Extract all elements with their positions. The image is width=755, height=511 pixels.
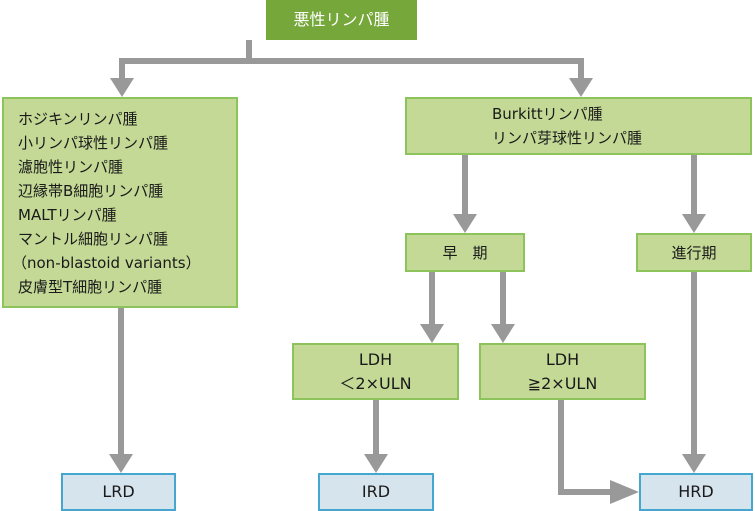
early-stage-node: 早 期 [405,233,525,272]
arrowhead-ldh-high [491,324,515,343]
outcome-hrd-label: HRD [678,482,714,501]
left-group-item: 小リンパ球性リンパ腫 [18,133,169,152]
arrowhead-ird [364,454,388,473]
arrowhead-hrd-side [610,480,639,504]
ldh-low-node: LDH ＜2×ULN [292,343,459,400]
left-group-item: マントル細胞リンパ腫 [18,229,169,248]
outcome-lrd: LRD [61,473,176,511]
left-group-item: （non-blastoid variants） [12,253,201,272]
left-group-item: 濾胞性リンパ腫 [18,157,124,176]
arrowhead-advanced [682,214,706,233]
ldh-low-line: LDH [358,349,393,369]
arrowhead-right-group [569,78,593,97]
right-group-node: Burkittリンパ腫 リンパ芽球性リンパ腫 [405,97,752,155]
arrowhead-hrd-top [682,454,706,473]
advanced-stage-label: 進行期 [671,243,717,262]
arrowhead-left-group [110,78,134,97]
advanced-stage-node: 進行期 [636,233,752,272]
ldh-low-line: ＜2×ULN [339,373,412,393]
outcome-hrd: HRD [639,473,753,511]
left-group-item: MALTリンパ腫 [18,205,117,224]
outcome-lrd-label: LRD [102,482,135,501]
arrowhead-early [453,214,477,233]
ldh-high-node: LDH ≧2×ULN [479,343,646,400]
left-group-item: ホジキンリンパ腫 [18,109,138,128]
left-group-item: 辺縁帯B細胞リンパ腫 [18,181,164,200]
connector-ldh-high-to-hrd [558,400,614,495]
arrowhead-ldh-low [420,324,444,343]
left-group-node: ホジキンリンパ腫 小リンパ球性リンパ腫 濾胞性リンパ腫 辺縁帯B細胞リンパ腫 M… [2,97,238,308]
right-group-item: リンパ芽球性リンパ腫 [492,129,643,147]
root-node-malignant-lymphoma: 悪性リンパ腫 [266,0,417,40]
arrowhead-lrd [109,454,133,473]
outcome-ird-label: IRD [361,482,391,501]
ldh-high-line: ≧2×ULN [527,373,598,393]
outcome-ird: IRD [318,473,434,511]
left-group-item: 皮膚型T細胞リンパ腫 [18,277,163,296]
early-stage-label: 早 期 [442,243,488,262]
ldh-high-line: LDH [545,349,580,369]
right-group-item: Burkittリンパ腫 [492,105,603,123]
root-node-label: 悪性リンパ腫 [293,10,390,29]
